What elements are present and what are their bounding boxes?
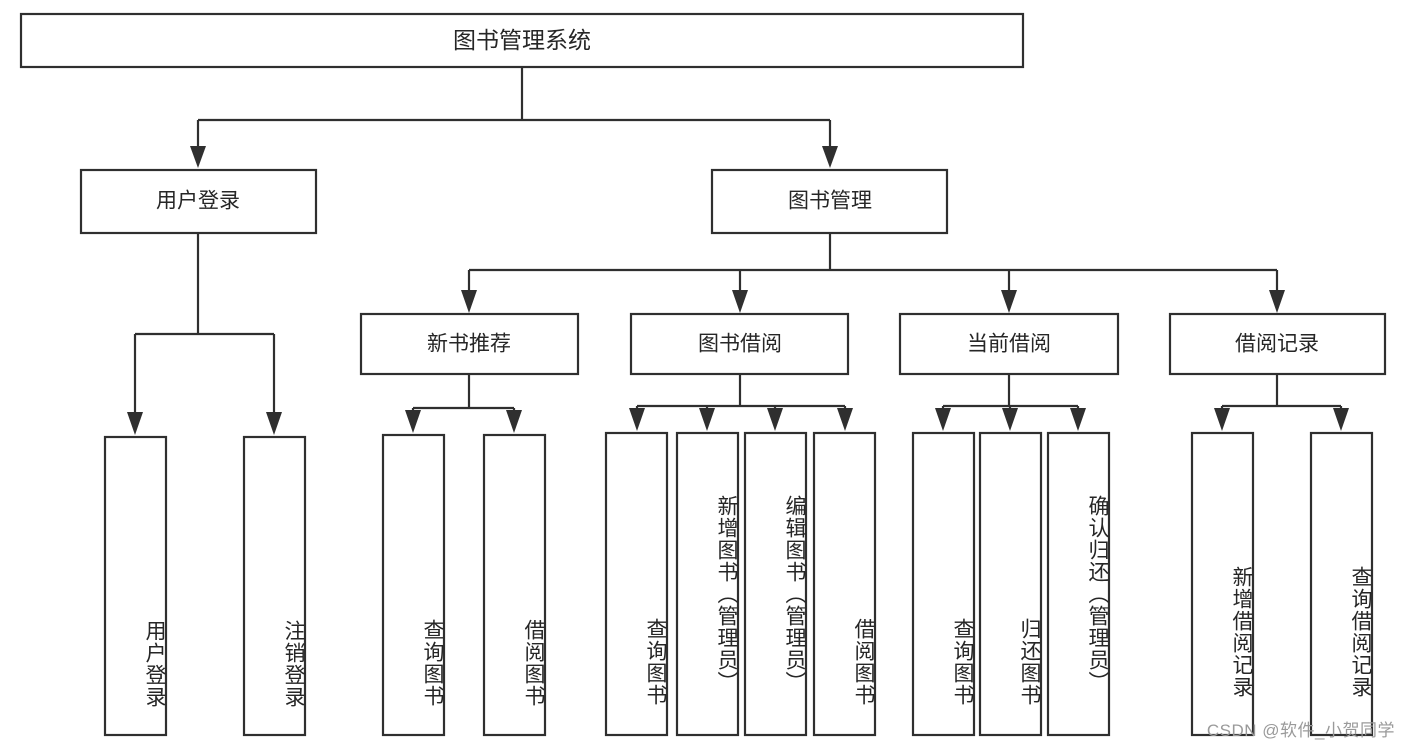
node-current-borrow-box[interactable] <box>898 312 1120 376</box>
arrow-new-book-leaf-1 <box>405 410 421 433</box>
node-borrow-record-label: 借阅记录 <box>1235 333 1319 356</box>
node-book-borrow-box[interactable] <box>629 312 850 376</box>
node-user-login-box[interactable] <box>79 168 318 235</box>
arrow-book-mgmt-to-borrow-record <box>1269 290 1285 313</box>
arrow-new-book-leaf-2 <box>506 410 522 433</box>
node-root-label: 图书管理系统 <box>453 27 591 53</box>
leaf-box-user-login-1[interactable] <box>103 435 168 737</box>
connector-group-book-borrow <box>629 374 853 431</box>
node-root-box[interactable] <box>19 12 1025 69</box>
arrow-book-borrow-leaf-2 <box>699 408 715 431</box>
connector-group-borrow-record <box>1214 374 1349 431</box>
leaf-box-current-borrow-3[interactable] <box>1046 431 1111 737</box>
arrow-borrow-record-leaf-1 <box>1214 408 1230 431</box>
leaf-box-borrow-record-2[interactable] <box>1309 431 1374 737</box>
leaf-boxes-book-borrow <box>604 431 877 737</box>
connector-group-new-book <box>405 374 522 433</box>
arrow-user-login-leaf-1 <box>127 412 143 435</box>
arrow-book-mgmt-to-new-book <box>461 290 477 313</box>
node-borrow-record[interactable]: 借阅记录 <box>1168 312 1387 376</box>
arrow-current-borrow-leaf-3 <box>1070 408 1086 431</box>
leaf-boxes-borrow-record <box>1190 431 1374 737</box>
node-root[interactable]: 图书管理系统 <box>19 12 1025 69</box>
node-borrow-record-box[interactable] <box>1168 312 1387 376</box>
arrow-current-borrow-leaf-1 <box>935 408 951 431</box>
connector-group-current-borrow <box>935 374 1086 431</box>
node-current-borrow[interactable]: 当前借阅 <box>898 312 1120 376</box>
arrow-book-borrow-leaf-3 <box>767 408 783 431</box>
node-book-management-box[interactable] <box>710 168 949 235</box>
arrow-book-borrow-leaf-1 <box>629 408 645 431</box>
leaf-box-new-book-2[interactable] <box>482 433 547 737</box>
arrow-book-mgmt-to-current-borrow <box>1001 290 1017 313</box>
node-current-borrow-label: 当前借阅 <box>967 333 1051 356</box>
leaf-box-book-borrow-1[interactable] <box>604 431 669 737</box>
node-user-login[interactable]: 用户登录 <box>79 168 318 235</box>
node-new-book-recommend[interactable]: 新书推荐 <box>359 312 580 376</box>
node-book-borrow-label: 图书借阅 <box>698 333 782 356</box>
connector-group-book-mgmt <box>461 233 1285 313</box>
arrow-user-login-leaf-2 <box>266 412 282 435</box>
leaf-box-current-borrow-1[interactable] <box>911 431 976 737</box>
connector-group-user-login <box>127 233 282 435</box>
node-book-management[interactable]: 图书管理 <box>710 168 949 235</box>
node-new-book-recommend-label: 新书推荐 <box>427 333 511 356</box>
leaf-box-user-login-2[interactable] <box>242 435 307 737</box>
leaf-box-book-borrow-4[interactable] <box>812 431 877 737</box>
arrow-current-borrow-leaf-2 <box>1002 408 1018 431</box>
node-book-borrow[interactable]: 图书借阅 <box>629 312 850 376</box>
leaf-box-book-borrow-2[interactable] <box>675 431 740 737</box>
leaf-boxes-current-borrow <box>911 431 1111 737</box>
arrow-root-to-book-mgmt <box>822 146 838 168</box>
leaf-boxes-user-login <box>103 435 307 737</box>
leaf-box-new-book-1[interactable] <box>381 433 446 737</box>
leaf-box-book-borrow-3[interactable] <box>743 431 808 737</box>
arrow-book-borrow-leaf-4 <box>837 408 853 431</box>
node-user-login-label: 用户登录 <box>156 190 240 213</box>
arrow-book-mgmt-to-book-borrow <box>732 290 748 313</box>
leaf-box-current-borrow-2[interactable] <box>978 431 1043 737</box>
watermark-credit: CSDN @软件_小贺同学 <box>1206 721 1395 740</box>
connector-group-root <box>190 67 838 168</box>
arrow-borrow-record-leaf-2 <box>1333 408 1349 431</box>
node-book-management-label: 图书管理 <box>788 190 872 213</box>
leaf-boxes-new-book-recommend <box>381 433 547 737</box>
leaf-box-borrow-record-1[interactable] <box>1190 431 1255 737</box>
arrow-root-to-user-login <box>190 146 206 168</box>
node-new-book-recommend-box[interactable] <box>359 312 580 376</box>
